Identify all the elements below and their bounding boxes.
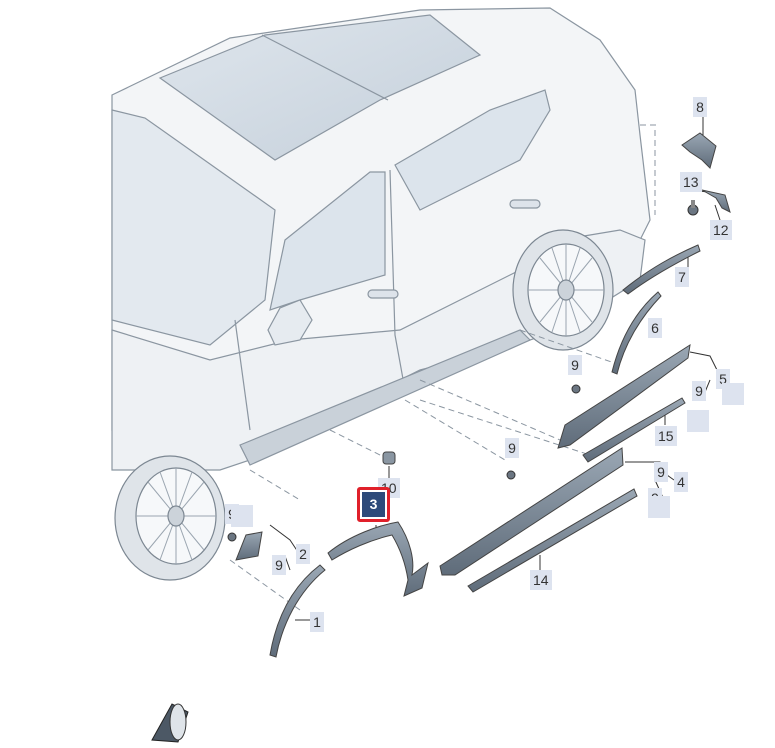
part-1-arch-trim-front <box>269 564 326 658</box>
callout-4[interactable]: 4 <box>674 472 688 492</box>
callout-7[interactable]: 7 <box>675 267 689 287</box>
callout-13[interactable]: 13 <box>680 172 702 192</box>
part-6-arch-trim-rear <box>611 291 662 375</box>
part-9-clips <box>227 384 581 542</box>
callout-2[interactable]: 2 <box>296 544 310 564</box>
part-3-wheel-arch-trim <box>327 521 429 597</box>
callout-9-mid[interactable]: 9 <box>505 438 519 458</box>
callout-14[interactable]: 14 <box>530 570 552 590</box>
callout-6[interactable]: 6 <box>648 318 662 338</box>
callout-9-door[interactable]: 9 <box>692 381 706 401</box>
callout-12[interactable]: 12 <box>710 220 732 240</box>
part-2-bracket <box>235 531 263 561</box>
callout-3-selected[interactable]: 3 <box>357 487 390 522</box>
callout-1[interactable]: 1 <box>310 612 324 632</box>
empty-callout-d[interactable] <box>231 505 253 527</box>
part-7-arch-trim-rear-upper <box>622 244 701 295</box>
callout-9-rear[interactable]: 9 <box>568 355 582 375</box>
empty-callout-b[interactable] <box>687 410 709 432</box>
empty-callout-a[interactable] <box>722 383 744 405</box>
callout-3-label: 3 <box>362 492 385 517</box>
part-8-bracket <box>681 132 717 169</box>
part-4-front-door-trim <box>439 447 624 576</box>
rear-window <box>111 109 276 346</box>
callout-9-front-door[interactable]: 9 <box>654 462 668 482</box>
part-5-rear-door-trim <box>557 343 691 449</box>
part-15-rear-strip <box>582 397 686 463</box>
part-10-grommet <box>382 451 396 465</box>
callout-9-bracket[interactable]: 9 <box>272 555 286 575</box>
car-body <box>111 7 651 471</box>
front-wheel <box>512 229 614 351</box>
part-12-clip <box>701 189 731 213</box>
rear-side-window <box>269 171 386 311</box>
part-13-screw <box>687 200 699 216</box>
part-14-front-strip <box>467 488 638 593</box>
tape-roll <box>151 703 189 743</box>
empty-callout-c[interactable] <box>648 496 670 518</box>
callout-8[interactable]: 8 <box>693 97 707 117</box>
side-mirror <box>267 299 313 346</box>
rear-wheel <box>114 455 226 581</box>
side-skirt <box>239 329 532 466</box>
callout-15[interactable]: 15 <box>655 426 677 446</box>
front-side-window <box>394 89 551 211</box>
sunroof <box>158 14 482 161</box>
dashed-leaders <box>229 124 660 611</box>
